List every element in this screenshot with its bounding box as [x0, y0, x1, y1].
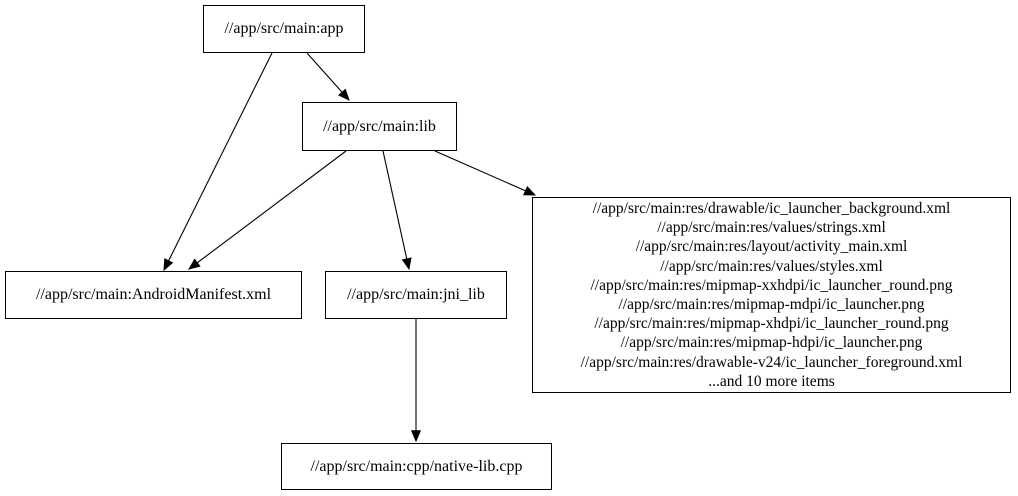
- resource-item: //app/src/main:res/drawable-v24/ic_launc…: [580, 353, 963, 371]
- resource-item: //app/src/main:res/values/styles.xml: [660, 257, 883, 275]
- resource-item: //app/src/main:res/values/strings.xml: [657, 219, 886, 237]
- edge-lib-to-resources: [434, 150, 537, 196]
- resource-item: //app/src/main:res/mipmap-xxhdpi/ic_laun…: [590, 276, 953, 294]
- node-resources-group[interactable]: //app/src/main:res/drawable/ic_launcher_…: [532, 197, 1011, 393]
- resource-item: //app/src/main:res/mipmap-xhdpi/ic_launc…: [594, 315, 949, 333]
- node-lib-label: //app/src/main:lib: [323, 117, 436, 135]
- edge-lib-to-manifest: [188, 150, 347, 270]
- node-android-manifest-label: //app/src/main:AndroidManifest.xml: [35, 286, 272, 304]
- node-native-lib-cpp-label: //app/src/main:cpp/native-lib.cpp: [310, 457, 523, 475]
- resource-item: //app/src/main:res/mipmap-mdpi/ic_launch…: [618, 296, 925, 313]
- resource-item: //app/src/main:res/layout/activity_main.…: [635, 238, 908, 256]
- node-app[interactable]: //app/src/main:app: [203, 5, 365, 53]
- resource-more-items: ...and 10 more items: [708, 372, 835, 390]
- resource-item: //app/src/main:res/drawable/ic_launcher_…: [592, 199, 951, 217]
- node-jni-lib-label: //app/src/main:jni_lib: [347, 286, 485, 304]
- edge-app-to-lib: [306, 52, 350, 101]
- node-jni-lib[interactable]: //app/src/main:jni_lib: [325, 271, 507, 319]
- node-app-label: //app/src/main:app: [224, 20, 344, 38]
- node-lib[interactable]: //app/src/main:lib: [302, 102, 457, 151]
- resource-item: //app/src/main:res/mipmap-hdpi/ic_launch…: [620, 334, 923, 352]
- edge-lib-to-jni-lib: [382, 150, 412, 271]
- node-android-manifest[interactable]: //app/src/main:AndroidManifest.xml: [5, 271, 302, 319]
- node-native-lib-cpp[interactable]: //app/src/main:cpp/native-lib.cpp: [281, 443, 552, 490]
- edge-app-to-manifest: [163, 52, 273, 272]
